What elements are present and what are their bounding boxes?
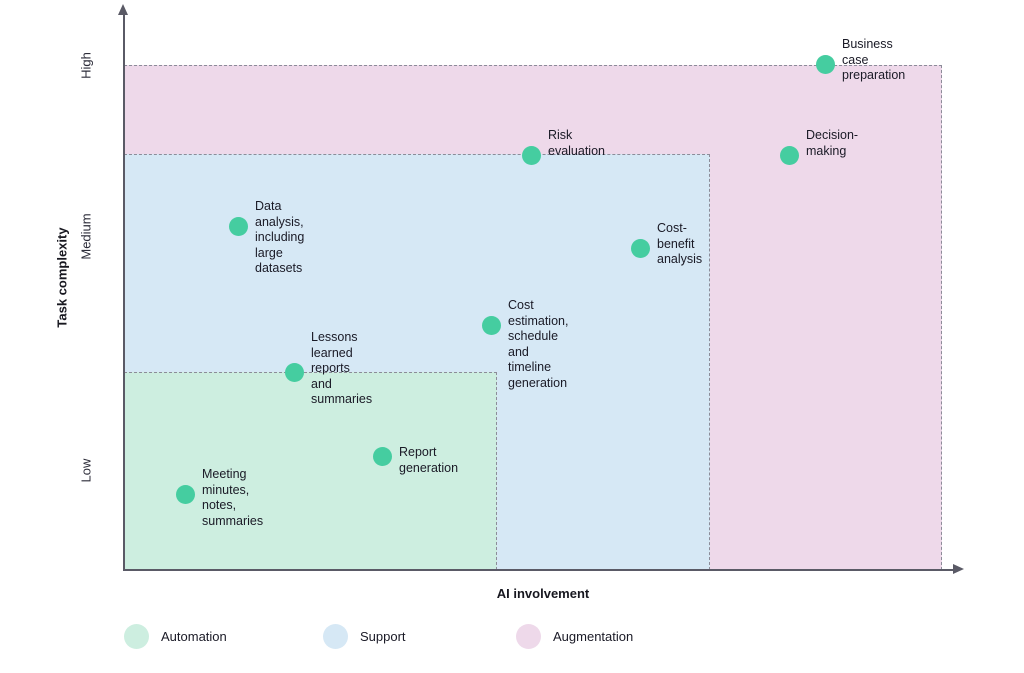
data-point-marker [373, 447, 392, 466]
legend-label-augmentation: Augmentation [553, 629, 634, 644]
data-point-marker [631, 239, 650, 258]
y-axis-line [123, 14, 125, 571]
data-point-label: Business case preparation [842, 37, 906, 82]
data-point-marker [780, 146, 799, 165]
legend-item-augmentation[interactable]: Augmentation [516, 624, 633, 649]
data-point-marker [522, 146, 541, 165]
data-point-label: Report generation [399, 445, 459, 475]
y-tick-low: Low [78, 458, 94, 483]
data-point-label: Decision- making [806, 128, 859, 158]
legend-label-automation: Automation [161, 629, 227, 644]
data-point-marker [176, 485, 195, 504]
data-point-label: Lessons learned reports and summaries [311, 330, 373, 406]
y-tick-medium: Medium [78, 213, 94, 260]
data-point-marker [285, 363, 304, 382]
legend-swatch-augmentation-icon [516, 624, 541, 649]
legend-item-automation[interactable]: Automation [124, 624, 227, 649]
legend-swatch-support-icon [323, 624, 348, 649]
data-point-label: Data analysis, including large datasets [255, 199, 305, 275]
data-point-label: Cost- benefit analysis [657, 221, 703, 266]
data-point-marker [816, 55, 835, 74]
data-point-label: Cost estimation, schedule and timeline g… [508, 298, 569, 390]
y-axis-arrow-icon [118, 4, 128, 15]
y-tick-high: High [78, 52, 94, 79]
data-point-label: Meeting minutes, notes, summaries [202, 467, 264, 528]
data-point-marker [229, 217, 248, 236]
data-point-marker [482, 316, 501, 335]
y-axis-title: Task complexity [54, 227, 70, 328]
legend-item-support[interactable]: Support [323, 624, 406, 649]
x-axis-line [124, 569, 957, 571]
x-axis-arrow-icon [953, 564, 964, 574]
legend-swatch-automation-icon [124, 624, 149, 649]
data-point-label: Risk evaluation [548, 128, 605, 158]
legend: Automation Support Augmentation [124, 624, 744, 654]
zone-automation [124, 372, 497, 570]
x-axis-title: AI involvement [496, 586, 590, 601]
legend-label-support: Support [360, 629, 406, 644]
